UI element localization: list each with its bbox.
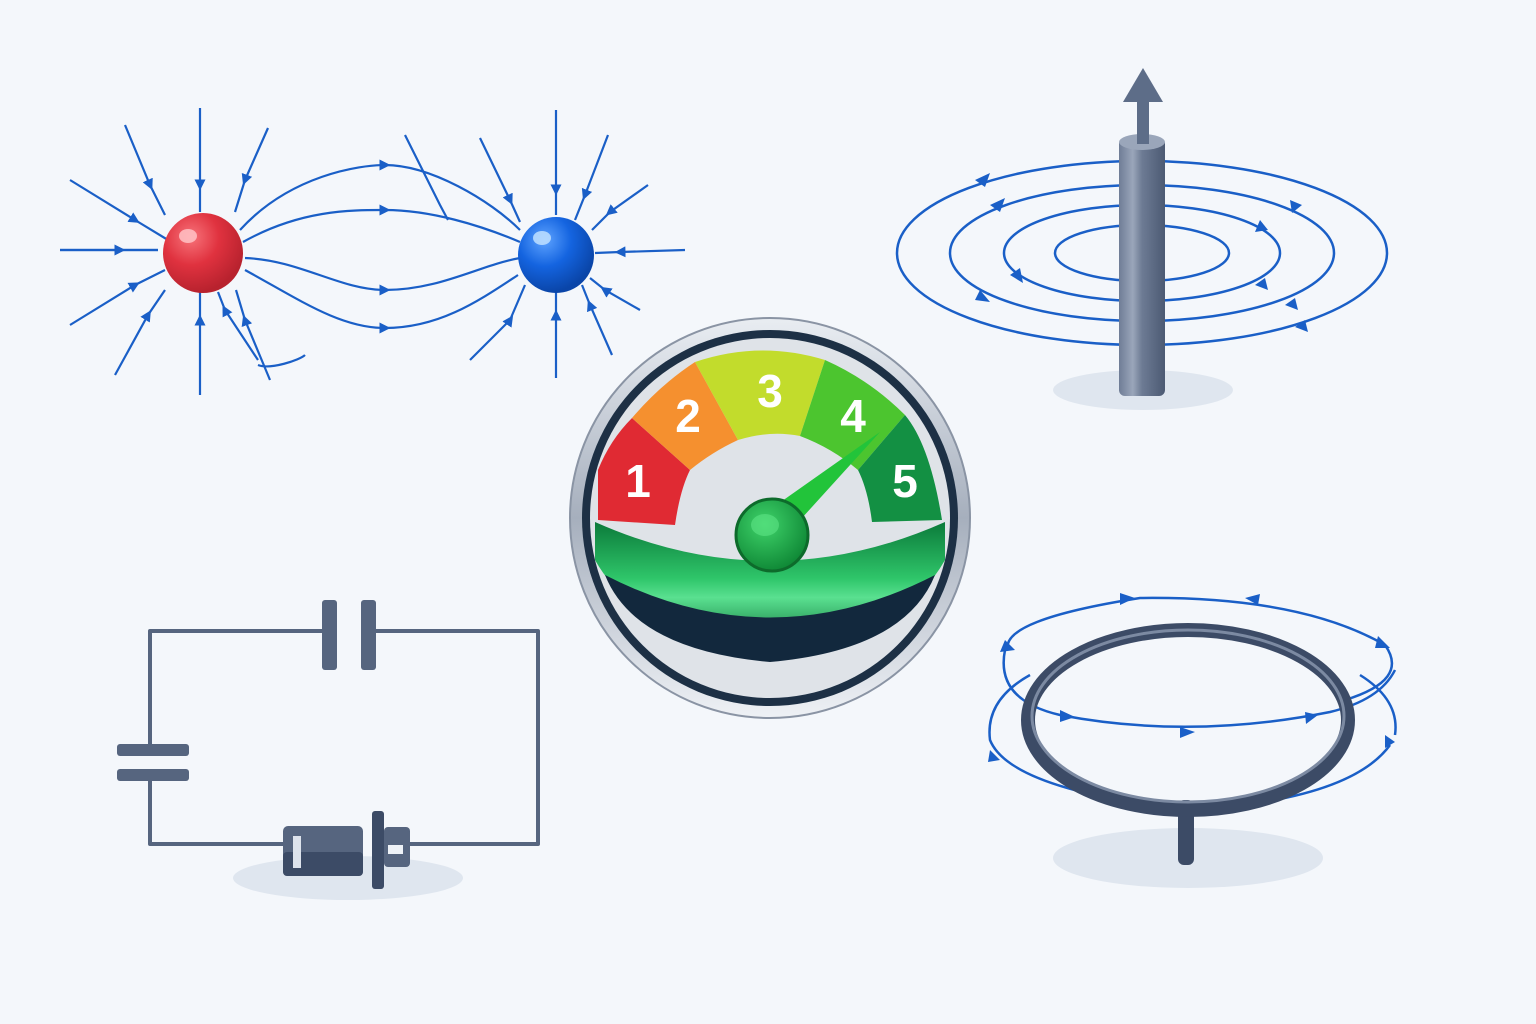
current-direction-arrow <box>1123 68 1163 102</box>
gauge-label-1: 1 <box>625 455 651 507</box>
gauge-segment-2 <box>632 362 738 470</box>
capacitor-left-plate-top <box>117 744 189 756</box>
diode-component <box>283 811 410 889</box>
dipole-connecting-field-lines <box>239 159 521 368</box>
capacitor-top-plate-left <box>322 600 337 670</box>
capacitor-left-plate-bottom <box>117 769 189 781</box>
capacitor-top-plate-right <box>361 600 376 670</box>
gauge-segment-1 <box>598 418 690 525</box>
red-charge-field-lines <box>60 108 272 395</box>
positive-charge <box>163 213 243 293</box>
gauge-segments <box>598 350 942 525</box>
gauge-label-5: 5 <box>892 455 918 507</box>
gauge-label-2: 2 <box>675 390 701 442</box>
blue-charge-field-lines <box>404 110 686 378</box>
current-loop-diagram <box>988 593 1397 888</box>
negative-charge <box>518 217 594 293</box>
loop-field-arrows <box>988 593 1395 762</box>
gauge-segment-4 <box>800 360 905 470</box>
gauge-segment-3 <box>695 350 825 440</box>
wire-conductor <box>1119 138 1165 396</box>
gauge-hub <box>734 497 810 573</box>
current-wire-diagram <box>895 68 1389 410</box>
electric-dipole-diagram <box>60 108 686 395</box>
gauge-segment-5 <box>858 415 942 522</box>
gauge-label-4: 4 <box>840 390 866 442</box>
field-direction-arrows <box>975 173 1308 332</box>
gauge-label-3: 3 <box>757 365 783 417</box>
circuit-diagram <box>117 600 540 900</box>
gauge-meter: 1 2 3 4 5 <box>569 317 971 719</box>
